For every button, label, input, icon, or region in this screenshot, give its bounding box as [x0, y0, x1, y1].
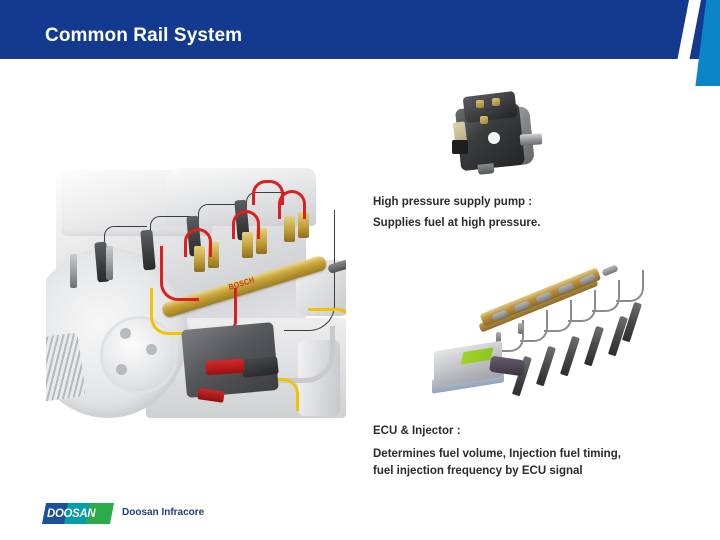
ecu-caption-body-line2: fuel injection frequency by ECU signal: [373, 465, 583, 477]
injector-unit: [560, 335, 580, 377]
rail-outlet-fitting: [298, 212, 309, 238]
pump-caption-block: High pressure supply pump : Supplies fue…: [373, 192, 540, 234]
rail-outlet-fitting: [194, 246, 205, 272]
yellow-fuel-line: [308, 308, 346, 381]
doosan-logo: DOOSAN Doosan Infracore: [41, 503, 204, 527]
rail-outlet-fitting: [208, 242, 219, 268]
pump-caption-heading: High pressure supply pump :: [373, 196, 533, 208]
pump-caption-body: Supplies fuel at high pressure.: [373, 217, 541, 229]
slide-header-bar: [0, 0, 720, 59]
pump-mounting-foot: [477, 163, 495, 175]
engine-black-pipe: [198, 204, 239, 231]
pump-brass-bolt: [492, 98, 500, 106]
rail-outlet-stub: [518, 323, 523, 334]
engine-fan-hub-hole: [146, 344, 157, 355]
logo-wordmark: DOOSAN: [47, 506, 96, 520]
page-title: Common Rail System: [45, 25, 243, 46]
engine-accessory-block: [241, 356, 279, 378]
ecu-caption-heading: ECU & Injector :: [373, 425, 461, 437]
injector-unit: [536, 345, 556, 387]
high-pressure-supply-pump-photo: [442, 88, 543, 180]
engine-fan-hub-hole: [120, 328, 131, 339]
ecu-caption-body-line1: Determines fuel volume, Injection fuel t…: [373, 448, 621, 460]
rail-outlet-stub: [496, 332, 501, 343]
rail-outlet-fitting: [256, 228, 267, 254]
engine-with-common-rail-photo: BOSCH: [46, 168, 346, 419]
red-fuel-line: [252, 180, 284, 205]
pump-inspection-plug: [488, 132, 500, 144]
pump-brass-bolt: [480, 116, 488, 124]
company-name-label: Doosan Infracore: [122, 507, 205, 518]
injector-delivery-pipe: [616, 270, 644, 302]
rail-outlet-fitting: [284, 216, 295, 242]
yellow-fuel-line: [150, 288, 191, 335]
injector-unit: [584, 325, 604, 367]
engine-red-connector: [205, 358, 245, 376]
ecu-caption-block: ECU & Injector : Determines fuel volume,…: [373, 421, 621, 480]
engine-injector-stem: [70, 254, 77, 288]
red-fuel-line: [232, 210, 260, 239]
pump-electrical-connector: [452, 140, 468, 154]
pump-drive-shaft: [519, 133, 543, 146]
rail-outlet-fitting: [242, 232, 253, 258]
ecu-and-injector-assembly-photo: [432, 262, 644, 404]
pump-brass-bolt: [476, 100, 484, 108]
engine-hose-shape: [266, 326, 335, 383]
red-fuel-line: [184, 228, 212, 257]
engine-fan-hub-hole: [116, 364, 127, 375]
engine-black-pipe: [104, 226, 147, 257]
engine-injector-stem: [106, 246, 113, 280]
